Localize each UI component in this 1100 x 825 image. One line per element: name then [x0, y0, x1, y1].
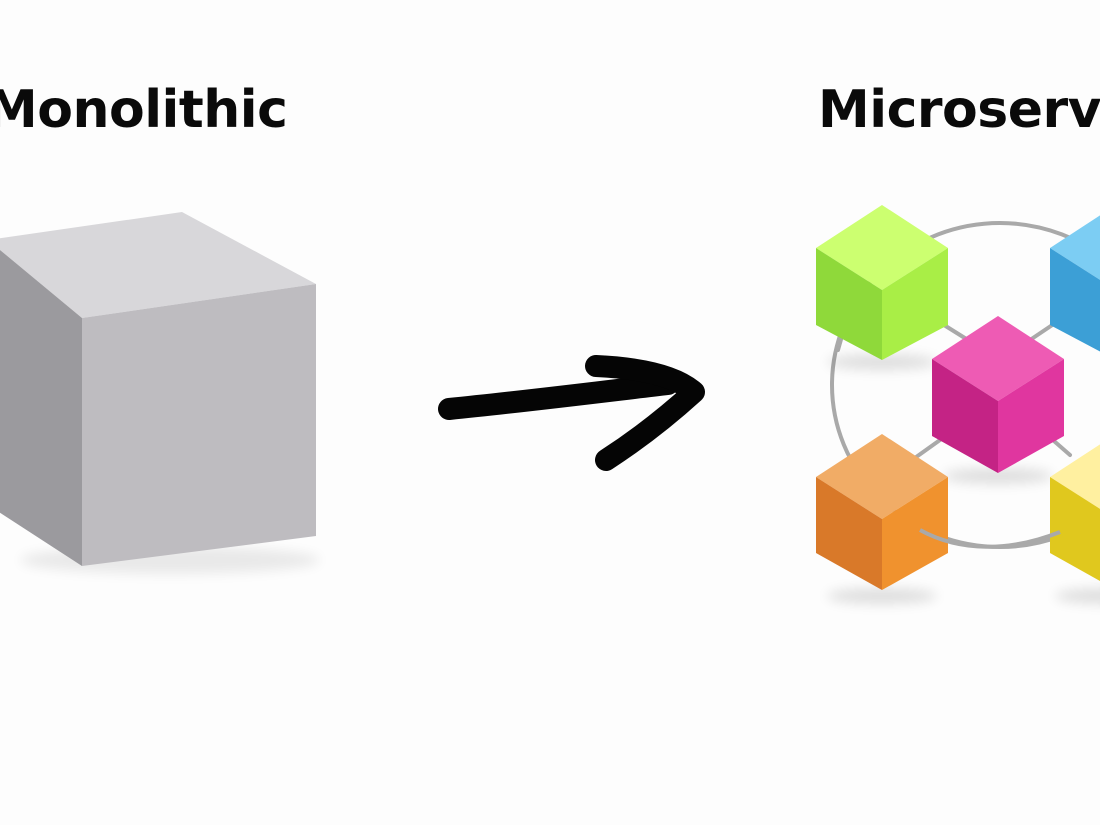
service-cube-magenta-icon: [932, 316, 1064, 473]
monolithic-title: Monolithic: [0, 80, 288, 140]
service-cube-yellow-icon: [1050, 444, 1100, 582]
microservices-cluster-icon: [816, 205, 1100, 604]
microservices-title: Microservices: [818, 80, 1100, 140]
service-cube-orange-icon: [816, 434, 948, 590]
hand-drawn-arrow-icon: [438, 355, 705, 471]
monolith-cube-icon: [0, 212, 320, 574]
service-cube-green-icon: [816, 205, 948, 360]
service-cube-blue-icon: [1050, 215, 1100, 352]
